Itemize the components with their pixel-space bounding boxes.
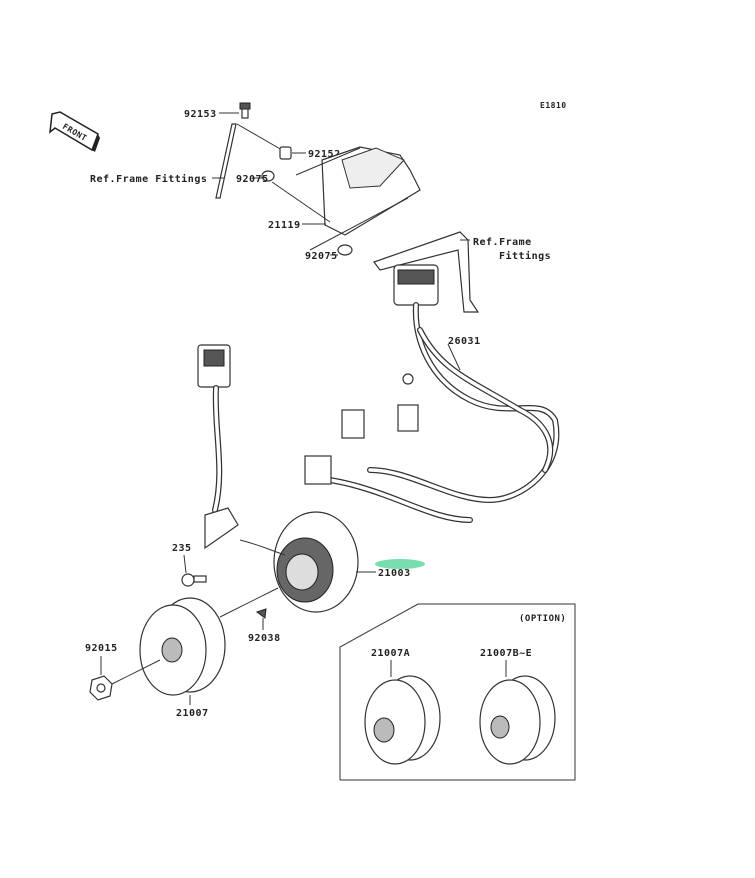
label-235: 235 xyxy=(172,543,192,554)
grommet-92075-b xyxy=(337,244,353,256)
rotor-21007b-e xyxy=(479,675,556,765)
diagram-code: E1810 xyxy=(540,101,567,110)
label-21007: 21007 xyxy=(176,708,209,719)
regulator-21119 xyxy=(271,146,421,251)
option-box: (OPTION) 21007A 21007B~E xyxy=(339,603,576,781)
label-21003: 21003 xyxy=(378,568,411,579)
label-ref-frame-right-1: Ref.Frame xyxy=(473,237,532,248)
label-92152: 92152 xyxy=(308,149,341,160)
front-arrow-icon: FRONT xyxy=(49,111,100,152)
stator-21003 xyxy=(273,511,359,613)
highlight-marker xyxy=(375,559,425,569)
bolt-235 xyxy=(181,573,207,587)
label-92038: 92038 xyxy=(248,633,281,644)
grommet-92075-a xyxy=(261,170,275,182)
label-26031: 26031 xyxy=(448,336,481,347)
rotor-21007 xyxy=(139,597,226,696)
label-ref-frame-left: Ref.Frame Fittings xyxy=(90,173,207,185)
option-title: (OPTION) xyxy=(519,614,566,624)
label-92075-b: 92075 xyxy=(305,251,338,262)
bolt-92153 xyxy=(239,102,251,119)
label-21007a: 21007A xyxy=(371,648,410,659)
label-21007b-e: 21007B~E xyxy=(480,648,532,659)
rotor-21007a xyxy=(364,675,441,765)
label-21119: 21119 xyxy=(268,220,301,231)
label-ref-frame-right-2: Fittings xyxy=(499,250,551,262)
label-92075-a: 92075 xyxy=(236,174,269,185)
key-92038 xyxy=(255,608,267,619)
frame-strap xyxy=(215,123,237,199)
label-92153: 92153 xyxy=(184,109,217,120)
collar-92152 xyxy=(279,146,292,160)
label-92015: 92015 xyxy=(85,643,118,654)
